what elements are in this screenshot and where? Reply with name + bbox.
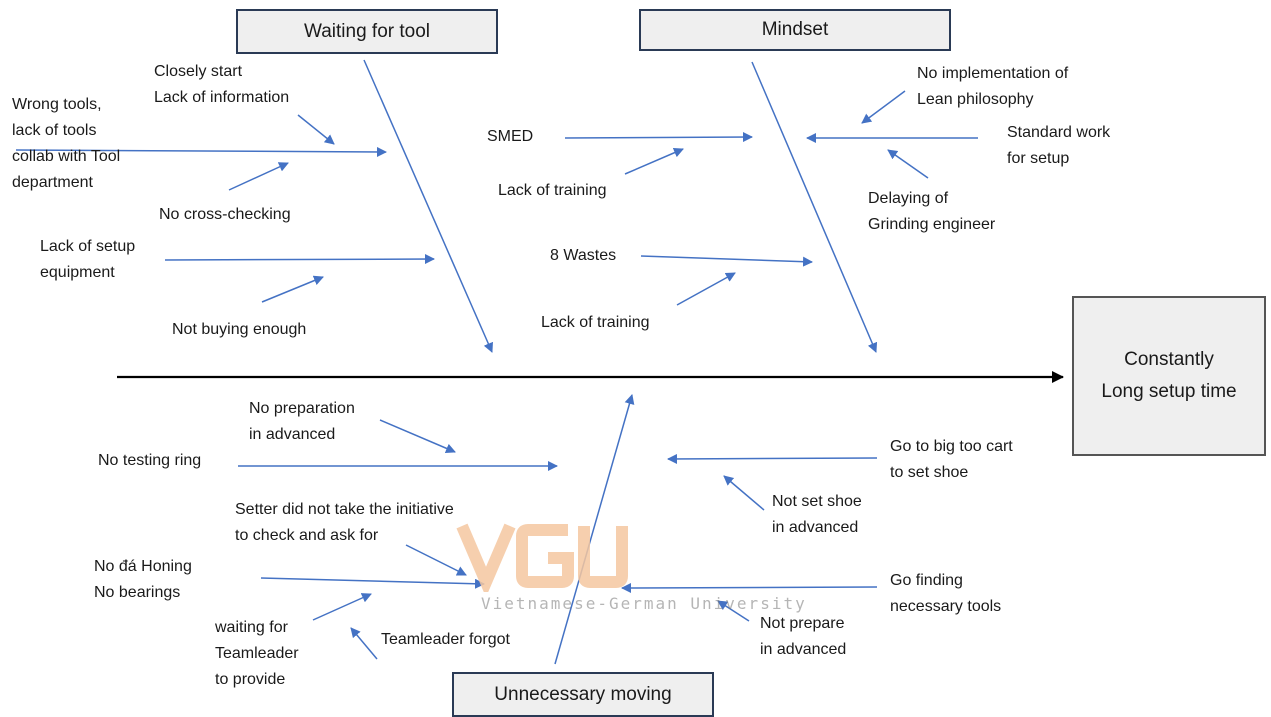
cause-no-da-honing-line1: No đá Honing xyxy=(94,558,192,575)
cause-no-da-honing: No đá Honing No bearings xyxy=(94,554,192,606)
cause-closely-start-text: Closely start xyxy=(154,63,243,80)
arrow-no-preparation xyxy=(379,419,456,454)
cause-no-preparation-line1: No preparation xyxy=(249,400,355,417)
watermark-subtitle: Vietnamese-German University xyxy=(481,594,807,613)
cause-standard-work-line1: Standard work xyxy=(1007,124,1111,141)
cause-lack-setup-equipment-line1: Lack of setup xyxy=(40,238,136,255)
arrow-lack-of-information xyxy=(297,114,335,145)
arrow-eight-wastes xyxy=(640,255,813,267)
arrow-not-set-shoe xyxy=(723,475,765,511)
bone-mindset xyxy=(751,61,878,353)
arrow-lack-setup-equipment xyxy=(164,254,435,265)
category-unnecessary-moving-label: Unnecessary moving xyxy=(494,683,672,705)
cause-wrong-tools-line2: lack of tools xyxy=(12,122,97,139)
cause-waiting-teamleader-line1: waiting for xyxy=(215,619,288,636)
arrow-no-cross-checking xyxy=(228,162,289,191)
cause-lack-of-training-1: Lack of training xyxy=(498,182,607,199)
cause-wrong-tools-line3: collab with Tool xyxy=(12,148,121,165)
cause-not-set-shoe-line2: in advanced xyxy=(772,519,859,536)
cause-wrong-tools-line1: Wrong tools, xyxy=(12,96,102,113)
category-mindset-label: Mindset xyxy=(761,19,829,40)
arrow-lack-of-training-2 xyxy=(676,272,736,306)
cause-go-big-cart-line1: Go to big too cart xyxy=(890,438,1013,455)
cause-no-lean-line2: Lean philosophy xyxy=(917,91,1034,108)
effect-line-2: Long setup time xyxy=(1101,381,1237,402)
cause-wrong-tools: Wrong tools, lack of tools collab with T… xyxy=(12,92,120,196)
bone-unnecessary-moving xyxy=(554,394,635,665)
cause-eight-wastes: 8 Wastes xyxy=(550,247,617,264)
arrow-no-lean xyxy=(861,90,906,124)
cause-wrong-tools-line4: department xyxy=(12,174,93,191)
cause-not-prepare-line1: Not prepare xyxy=(760,615,845,632)
cause-closely-start: Closely start Lack of information xyxy=(154,59,289,111)
cause-setter: Setter did not take the initiative to ch… xyxy=(235,497,454,549)
cause-setter-line1: Setter did not take the initiative xyxy=(235,501,454,518)
cause-not-set-shoe-line1: Not set shoe xyxy=(772,493,862,510)
cause-teamleader-forgot: Teamleader forgot xyxy=(381,631,510,648)
cause-no-cross-checking: No cross-checking xyxy=(159,206,291,223)
arrow-go-finding xyxy=(621,582,878,593)
arrow-setter xyxy=(405,544,467,576)
arrow-lack-of-training-1 xyxy=(624,147,684,175)
arrow-teamleader-forgot xyxy=(350,627,378,660)
cause-go-finding-line1: Go finding xyxy=(890,572,963,589)
cause-no-lean-line1: No implementation of xyxy=(917,65,1069,82)
cause-waiting-teamleader-line3: to provide xyxy=(215,671,286,688)
category-waiting-for-tool: Waiting for tool xyxy=(236,9,498,54)
cause-delaying-line1: Delaying of xyxy=(868,190,949,207)
category-waiting-for-tool-label: Waiting for tool xyxy=(303,20,430,42)
arrow-not-prepare xyxy=(717,600,750,622)
cause-smed: SMED xyxy=(487,128,534,145)
cause-not-prepare: Not prepare in advanced xyxy=(760,611,846,663)
cause-not-buying-enough: Not buying enough xyxy=(172,321,307,338)
cause-setter-line2: to check and ask for xyxy=(235,527,379,544)
cause-delaying: Delaying of Grinding engineer xyxy=(868,186,995,238)
cause-standard-work-line2: for setup xyxy=(1007,150,1070,167)
cause-not-prepare-line2: in advanced xyxy=(760,641,847,658)
cause-no-bearings-line2: No bearings xyxy=(94,584,181,601)
arrow-waiting-teamleader xyxy=(312,593,372,621)
cause-go-finding-line2: necessary tools xyxy=(890,598,1002,615)
cause-lack-of-information-text: Lack of information xyxy=(154,89,290,106)
cause-lack-setup-equipment: Lack of setup equipment xyxy=(40,234,135,286)
bone-arrows xyxy=(15,59,978,665)
cause-no-lean: No implementation of Lean philosophy xyxy=(917,61,1068,113)
cause-go-big-cart-line2: to set shoe xyxy=(890,464,969,481)
cause-standard-work: Standard work for setup xyxy=(1007,120,1110,172)
cause-no-preparation: No preparation in advanced xyxy=(249,396,355,448)
category-mindset: Mindset xyxy=(639,9,951,51)
cause-waiting-teamleader-line2: Teamleader xyxy=(215,645,299,662)
effect-box: Constantly Long setup time xyxy=(1072,296,1266,456)
watermark-logo xyxy=(456,523,628,592)
cause-not-set-shoe: Not set shoe in advanced xyxy=(772,489,862,541)
effect-line-1: Constantly xyxy=(1124,349,1214,370)
cause-delaying-line2: Grinding engineer xyxy=(868,216,996,233)
arrow-no-da-honing xyxy=(260,577,485,589)
category-unnecessary-moving: Unnecessary moving xyxy=(452,672,714,717)
arrow-smed xyxy=(564,132,753,143)
bone-waiting-for-tool xyxy=(363,59,493,353)
cause-go-big-cart: Go to big too cart to set shoe xyxy=(890,434,1013,486)
cause-lack-setup-equipment-line2: equipment xyxy=(40,264,115,281)
arrow-wrong-tools xyxy=(15,146,387,157)
cause-go-finding: Go finding necessary tools xyxy=(890,568,1001,620)
arrow-go-big-cart xyxy=(667,453,878,464)
cause-waiting-teamleader: waiting for Teamleader to provide xyxy=(215,615,299,693)
cause-no-preparation-line2: in advanced xyxy=(249,426,336,443)
cause-lack-of-training-2: Lack of training xyxy=(541,314,650,331)
arrow-delaying xyxy=(887,149,929,179)
cause-no-testing-ring: No testing ring xyxy=(98,452,202,469)
arrow-not-buying-enough xyxy=(261,275,324,303)
